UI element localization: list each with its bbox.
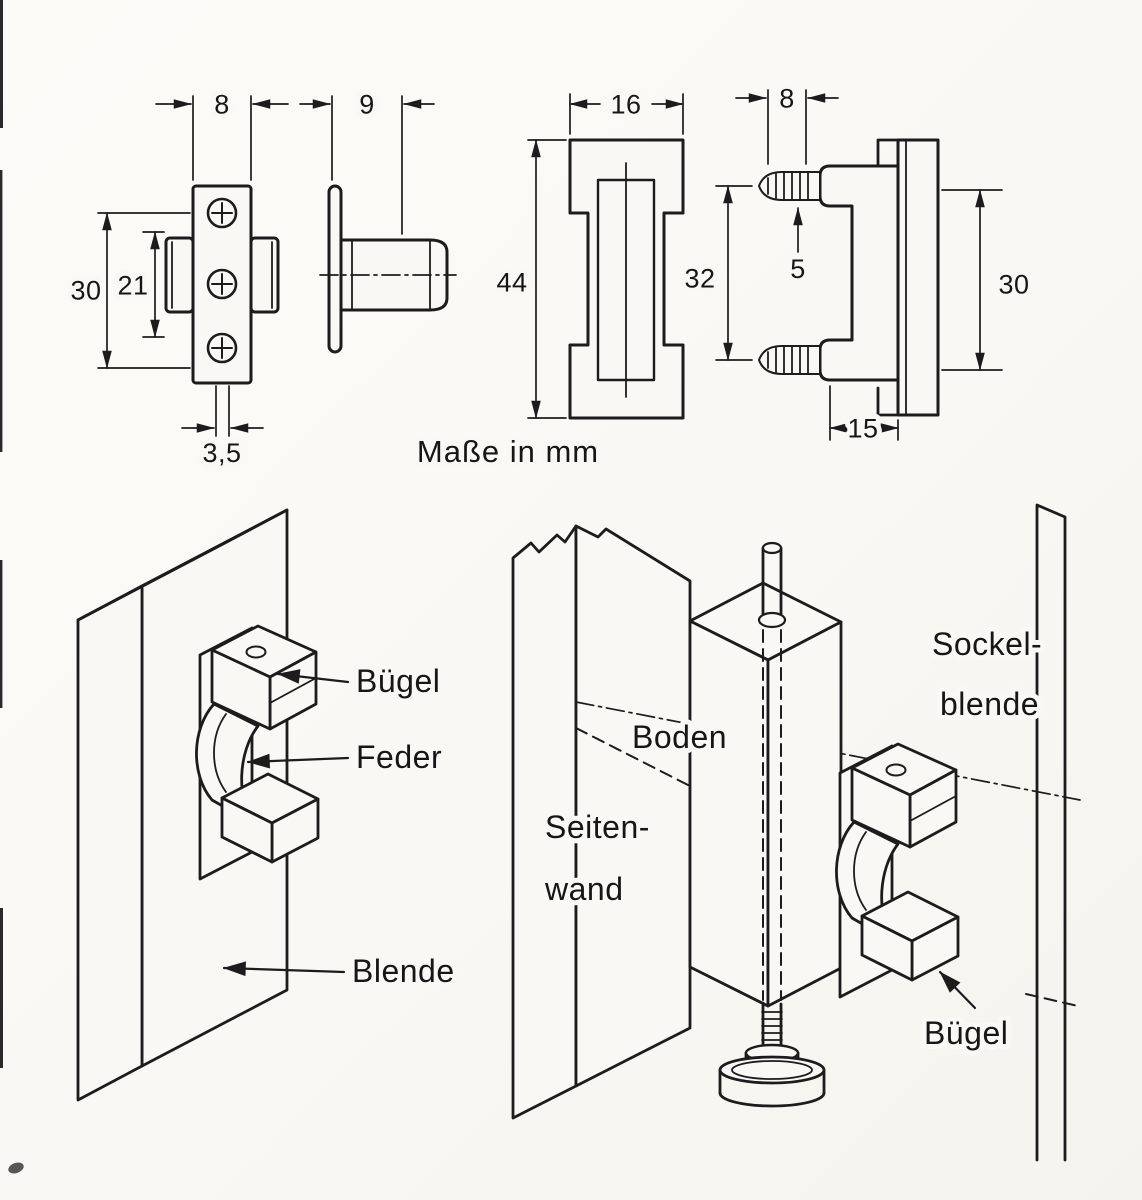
view-buegel-side: 8 32 5 30 15	[679, 78, 1034, 448]
view-plate-front: 8 30 21 3,5	[65, 84, 289, 473]
blende-panel-edge	[76, 584, 144, 1102]
dim-spring-width-label: 16	[610, 89, 641, 119]
dim-plate-h30-label: 30	[70, 275, 101, 305]
iso-blende-assembly: Bügel Feder Blende	[76, 508, 459, 1102]
label-seitenwand-line1: Seiten-	[545, 809, 650, 845]
dim-side-depth-label: 9	[359, 89, 375, 119]
label-buegel-right: Bügel	[924, 1015, 1008, 1051]
clip-assembly-right	[835, 742, 960, 999]
label-feder: Feder	[356, 739, 442, 775]
dim-buegel-dia-label: 5	[790, 254, 806, 284]
dim-buegel-height-label: 30	[998, 269, 1029, 299]
dim-buegel-screw-label: 8	[779, 83, 795, 113]
seitenwand-face	[574, 524, 692, 1088]
scan-artifacts	[0, 0, 24, 1174]
sockelblende-panel	[1025, 503, 1079, 1162]
label-boden: Boden	[632, 719, 727, 755]
dim-buegel-depth-label: 15	[847, 413, 878, 443]
dim-buegel-spacing-label: 32	[684, 263, 715, 293]
sockel-block	[688, 541, 843, 1108]
iso-sockel-assembly: Sockel- blende Boden Seiten- wand Bügel	[511, 503, 1081, 1162]
dim-plate-slot-label: 3,5	[202, 438, 241, 468]
units-caption: Maße in mm	[417, 434, 599, 469]
dim-spring-height-label: 44	[496, 267, 527, 297]
boden-hidden-edge	[575, 727, 689, 786]
dim-plate-h21-label: 21	[117, 270, 148, 300]
view-latch-side: 9	[299, 84, 457, 354]
label-buegel-left: Bügel	[356, 663, 440, 699]
label-sockelblende-line1: Sockel-	[932, 626, 1042, 662]
label-seitenwand-line2: wand	[544, 871, 624, 907]
label-blende: Blende	[352, 953, 455, 989]
view-spring-plate: 16 44	[491, 84, 685, 420]
blende-panel-top	[76, 508, 289, 622]
dim-plate-width-label: 8	[214, 89, 230, 119]
seitenwand-edge	[511, 524, 578, 1120]
label-sockelblende-line2: blende	[940, 686, 1039, 722]
